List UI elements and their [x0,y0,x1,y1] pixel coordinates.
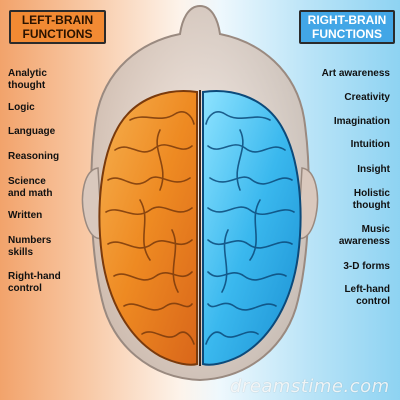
left-item-analytic-thought: Analytic thought [8,68,47,91]
left-brain-title-text: LEFT-BRAIN FUNCTIONS [21,13,94,41]
right-gyri [205,111,295,345]
right-item-holistic-thought: Holistic thought [352,188,390,211]
left-brain-title: LEFT-BRAIN FUNCTIONS [9,10,106,44]
left-gyri [105,111,195,345]
right-brain-title: RIGHT-BRAIN FUNCTIONS [299,10,395,44]
right-item-intuition: Intuition [350,139,390,150]
right-item-music-awareness: Music awareness [338,224,390,247]
left-item-science-math: Science and math [8,176,53,199]
right-item-3d-forms: 3-D forms [343,261,390,272]
right-item-insight: Insight [357,164,390,175]
left-hemisphere [98,90,198,366]
left-item-numbers-skills: Numbers skills [8,235,52,258]
watermark: dreamstime.com [230,376,390,397]
left-ear [81,167,103,240]
right-item-imagination: Imagination [333,116,390,127]
right-ear [297,167,319,240]
right-hemisphere [202,90,302,366]
right-item-left-hand-control: Left-hand control [344,284,390,307]
left-item-logic: Logic [8,102,35,113]
right-item-art-awareness: Art awareness [321,68,390,79]
left-item-right-hand-control: Right-hand control [8,271,61,294]
left-item-reasoning: Reasoning [8,151,60,162]
left-item-language: Language [8,126,56,137]
right-item-creativity: Creativity [344,92,390,103]
right-brain-title-text: RIGHT-BRAIN FUNCTIONS [307,13,387,41]
left-item-written: Written [8,210,43,221]
